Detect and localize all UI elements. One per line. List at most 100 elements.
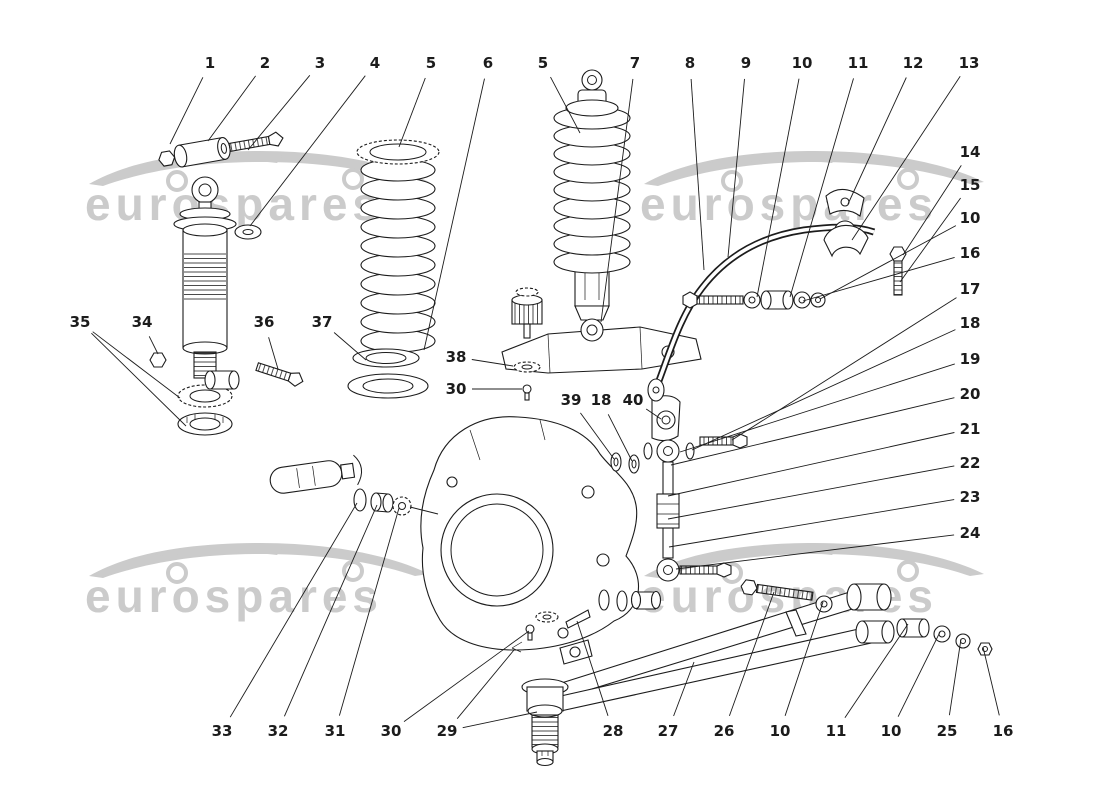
leader-lines [91,75,1000,729]
link-bolt-head [732,433,748,449]
leader-line [471,359,514,367]
leader-line [897,631,941,717]
leader-line [670,397,955,466]
leader-line [691,329,956,451]
link-top-eye [656,439,680,463]
leader-line [645,408,662,420]
callout-11-label: 11 [848,54,869,72]
callout-39-label: 39 [561,391,582,409]
spacer-bushing [630,590,662,610]
leader-line [207,75,256,142]
callout-24-label: 24 [960,524,981,542]
callout-37-label: 37 [312,313,333,331]
wishbone-rear-bushing [855,620,895,644]
callout-5-label: 5 [426,54,436,72]
bolt-3-head [267,131,284,147]
link-bottom-eye [656,558,680,582]
callout-12-label: 12 [903,54,924,72]
leader-line [756,78,800,298]
callout-36-label: 36 [254,313,275,331]
leader-line [338,507,400,716]
callout-18-label: 18 [591,391,612,409]
leader-line [423,78,485,351]
leader-line [333,332,367,361]
leader-line [728,591,775,717]
coilover-shock [553,69,631,342]
callout-11-label: 11 [826,722,847,740]
washer-39 [610,452,622,472]
leader-line [851,76,961,241]
bolt-26-shaft [755,583,814,601]
callout-1-label: 1 [205,54,215,72]
washer-25 [955,633,971,649]
leader-line [789,78,854,298]
coilover-spring [553,99,631,274]
shock-lower-eye [580,318,604,342]
callout-10-label: 10 [960,209,981,227]
watermark-text: eurospares [640,178,938,230]
leader-line [600,78,634,323]
callout-22-label: 22 [960,454,981,472]
bolt-head [682,291,698,309]
bushing-2 [173,137,231,168]
leader-line [668,499,955,548]
callout-2-label: 2 [260,54,270,72]
callout-30-label: 30 [381,722,402,740]
callout-10-label: 10 [770,722,791,740]
wishbone-hardware [525,579,993,656]
leader-line [667,465,955,520]
grease-fitting [522,384,532,394]
serrated-washer-31 [392,496,412,516]
coil-spring [356,139,440,353]
leader-line [727,78,745,258]
nut-34 [149,352,167,368]
turnbuckle [656,493,680,529]
callout-4-label: 4 [370,54,380,72]
callout-23-label: 23 [960,488,981,506]
washer-10 [933,625,951,643]
leader-line [456,649,515,719]
leader-line [283,504,378,717]
callout-34-label: 34 [132,313,153,331]
shock-top-eye [581,69,603,91]
leader-line [667,432,955,497]
leader-line [982,646,1000,716]
callout-3-label: 3 [315,54,325,72]
sway-bar [647,223,876,402]
callout-19-label: 19 [960,350,981,368]
drop-link [610,433,748,582]
callout-26-label: 26 [714,722,735,740]
link-bolt-head [716,562,732,578]
leader-line [948,638,962,716]
top-mount-bolt-assembly [158,131,284,168]
taper-pin-28 [565,609,591,629]
cotter-pin [511,641,523,653]
vertical-bolt-shaft [893,260,903,296]
bushing-11 [896,618,930,638]
leader-line [607,414,633,462]
sway-bar-hardware [682,246,907,310]
callout-17-label: 17 [960,280,981,298]
leader-line [675,534,955,570]
leader-line [403,630,530,722]
leader-line [731,297,957,441]
spring-retainer-5 [356,139,440,165]
callout-33-label: 33 [212,722,233,740]
tie-rod-assembly [269,454,439,516]
nut-16 [977,642,993,656]
leader-line [844,623,909,718]
leader-line [819,225,957,300]
callout-25-label: 25 [937,722,958,740]
leader-line [91,332,187,427]
callout-30-label: 30 [446,380,467,398]
callout-20-label: 20 [960,385,981,403]
callout-6-label: 6 [483,54,493,72]
ring-nut-35 [177,412,233,436]
leader-line [229,502,358,718]
callout-16-label: 16 [993,722,1014,740]
washer-4 [234,224,262,240]
serrated-washer [535,611,559,623]
callout-31-label: 31 [325,722,346,740]
